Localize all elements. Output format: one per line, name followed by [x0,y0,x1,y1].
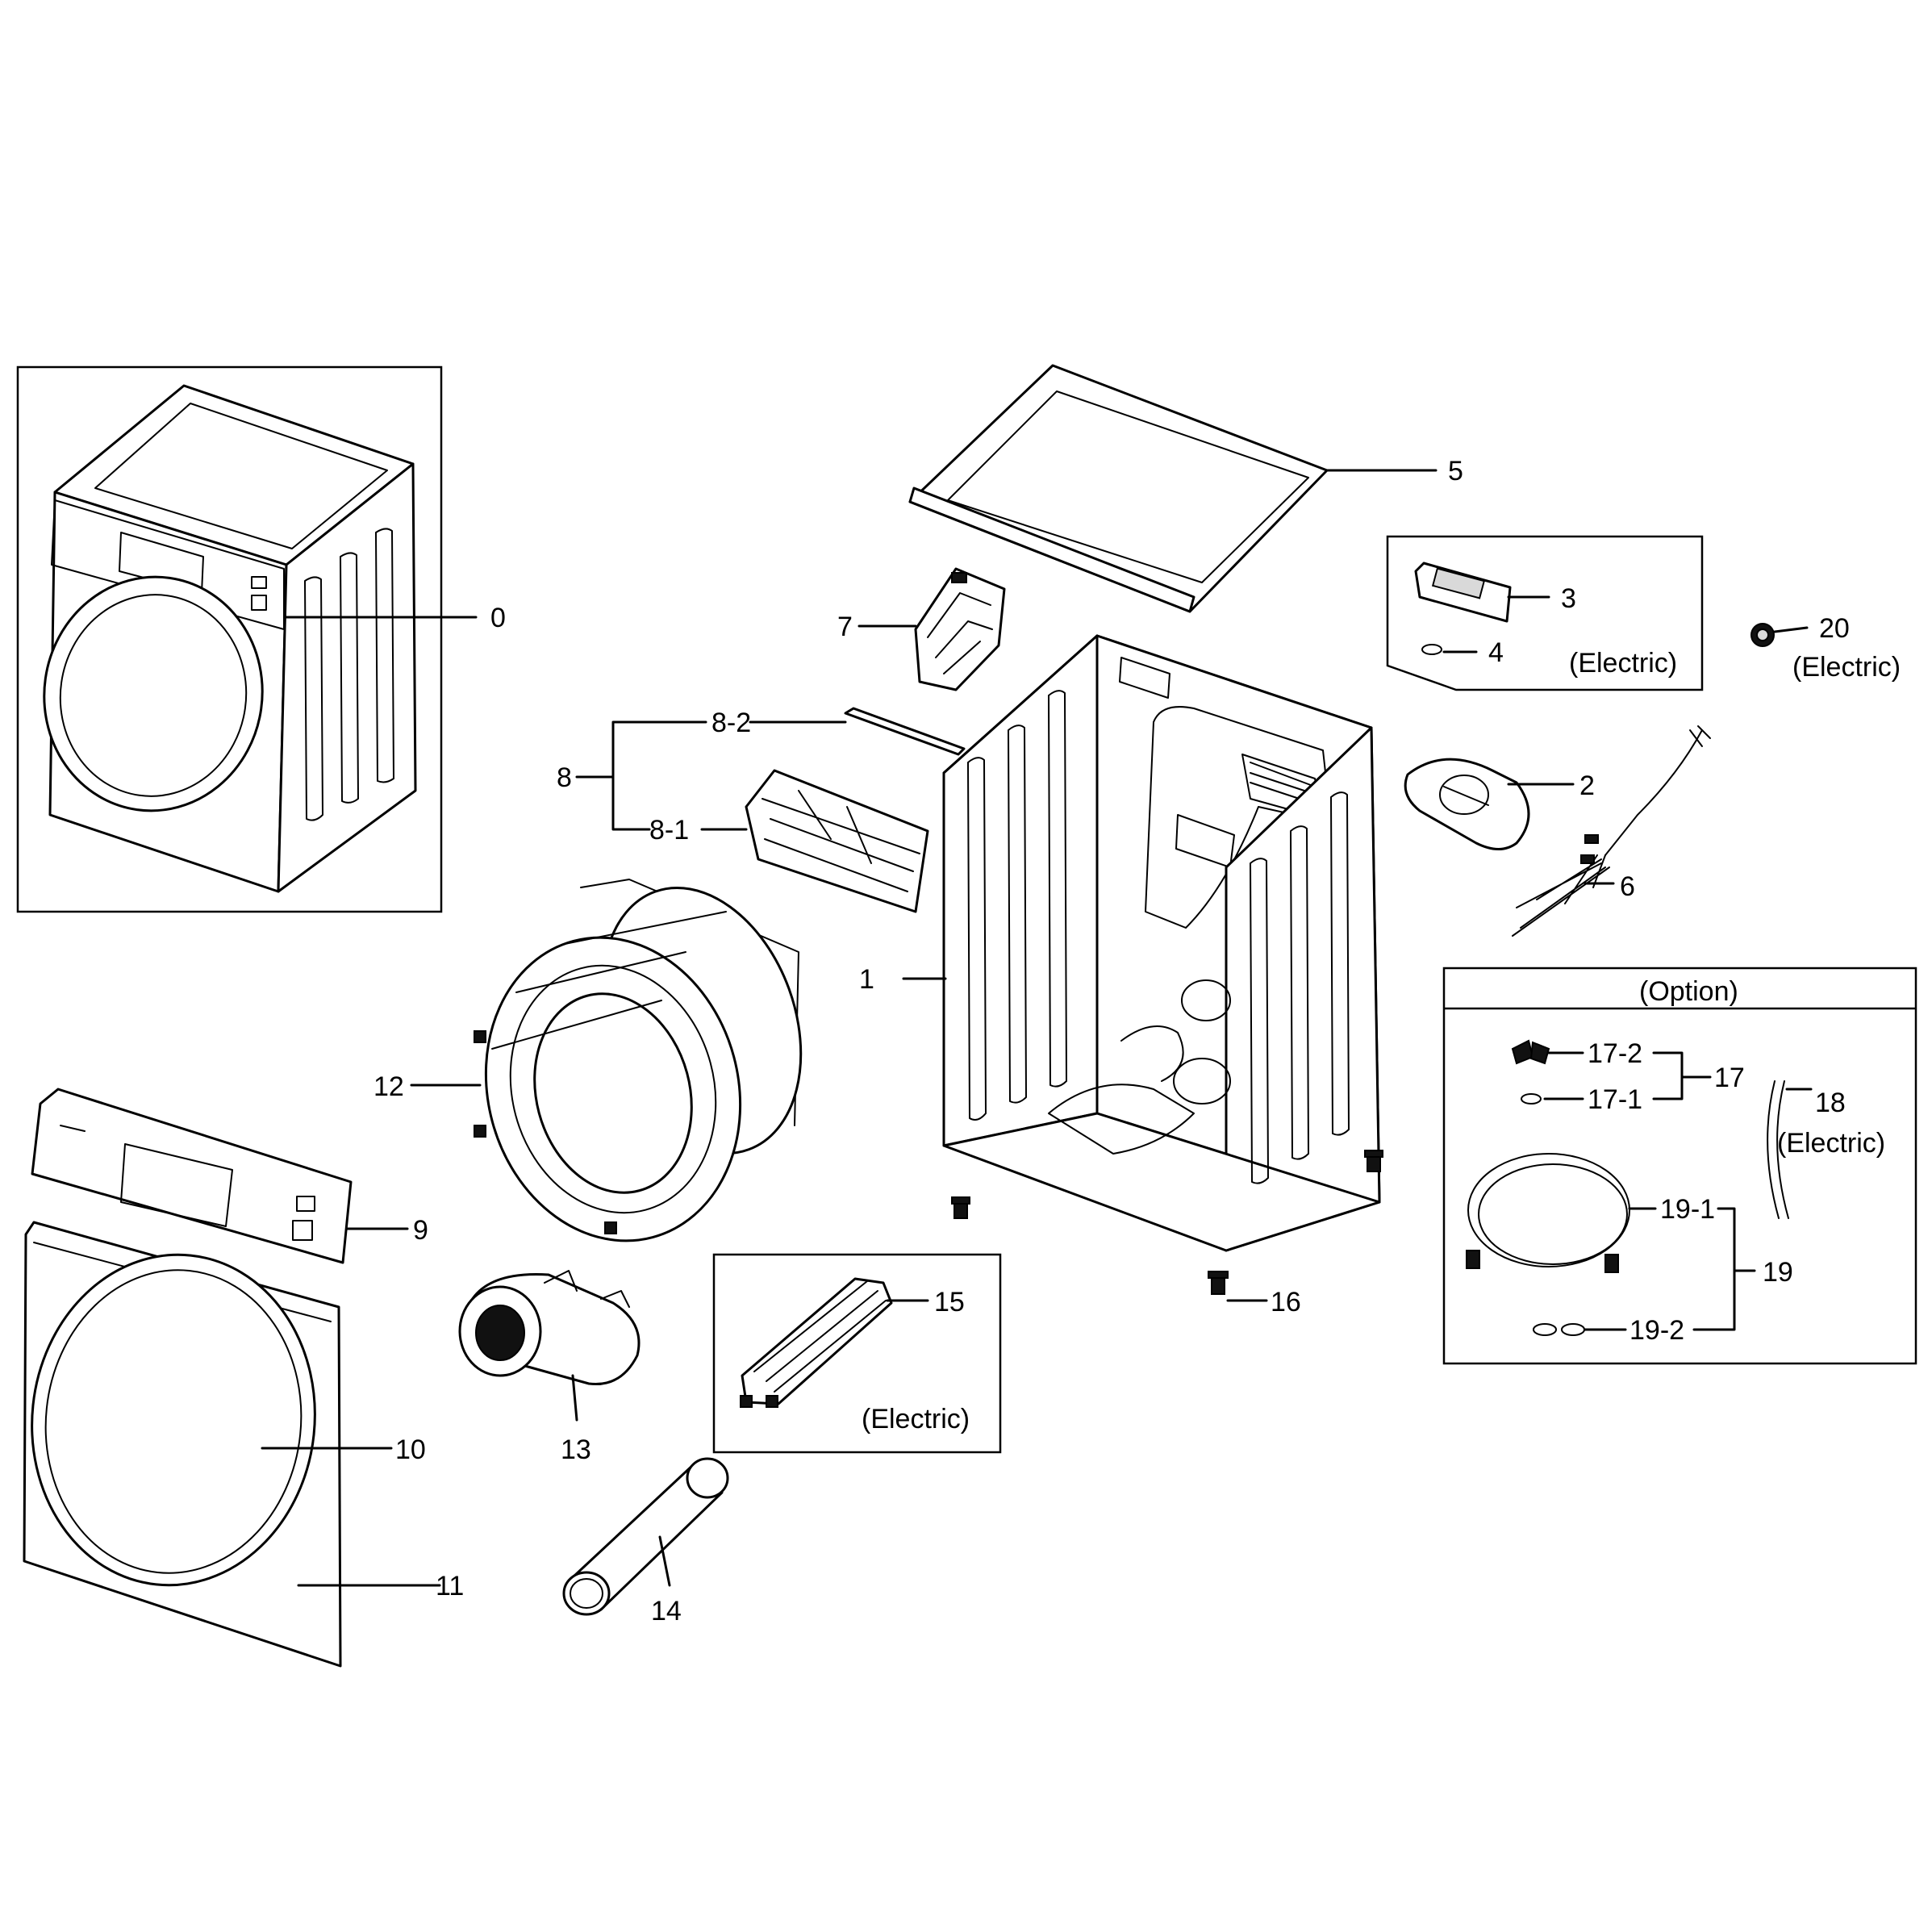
callout-8-1: 8-1 [649,815,689,846]
foot [1208,1271,1229,1295]
callout-17: 17 [1714,1063,1745,1093]
foot [1364,1150,1383,1172]
part-8-duct-assembly [575,707,966,913]
electric-note-hose: (Electric) [1777,1128,1885,1159]
callout-7: 7 [837,612,853,642]
part-0-assembled-dryer [16,365,478,913]
part-2-cover [1404,758,1575,850]
part-13-blower [458,1270,641,1422]
foot [951,1196,970,1219]
callout-18: 18 [1815,1088,1846,1118]
electric-sensor-box [1386,535,1704,691]
part-5-top-cover [908,364,1438,613]
part-12-drum [410,879,803,1242]
callout-10: 10 [395,1434,426,1465]
callout-2: 2 [1579,770,1595,801]
callout-9: 9 [413,1215,428,1246]
callout-20: 20 [1819,613,1850,644]
callout-6: 6 [1620,871,1635,902]
callout-3: 3 [1561,583,1576,614]
electric-note-terminal: (Electric) [1792,652,1901,683]
callout-19-2: 19-2 [1629,1315,1684,1346]
callout-15: 15 [934,1287,965,1317]
part-9-control-panel [31,1088,409,1264]
callout-5: 5 [1448,456,1463,486]
callout-8-2: 8-2 [711,708,751,738]
part-20-terminal [1750,623,1809,647]
callout-12: 12 [373,1071,404,1102]
part-14-duct-pipe [562,1457,729,1616]
callout-16: 16 [1271,1287,1301,1317]
callout-17-1: 17-1 [1588,1084,1642,1115]
part-10-door [31,1253,393,1587]
callout-8: 8 [557,762,572,793]
electric-note-sensor: (Electric) [1569,648,1677,679]
part-7-bracket [858,567,1006,691]
callout-19-1: 19-1 [1660,1194,1715,1225]
callout-4: 4 [1488,637,1504,668]
callout-14: 14 [651,1596,682,1626]
option-box [1442,967,1917,1365]
callout-13: 13 [561,1434,591,1465]
callout-11: 11 [436,1571,464,1601]
callout-0: 0 [490,603,506,633]
assembly-view-box [16,365,443,913]
part-1-cabinet [902,634,1383,1302]
callout-17-2: 17-2 [1588,1038,1642,1069]
heater-box [712,1253,1002,1454]
callout-1: 1 [859,964,874,995]
electric-note-heater: (Electric) [862,1404,970,1434]
option-title: (Option) [1639,976,1738,1007]
callout-19: 19 [1763,1257,1793,1288]
part-6-wire-harness [1512,725,1711,937]
